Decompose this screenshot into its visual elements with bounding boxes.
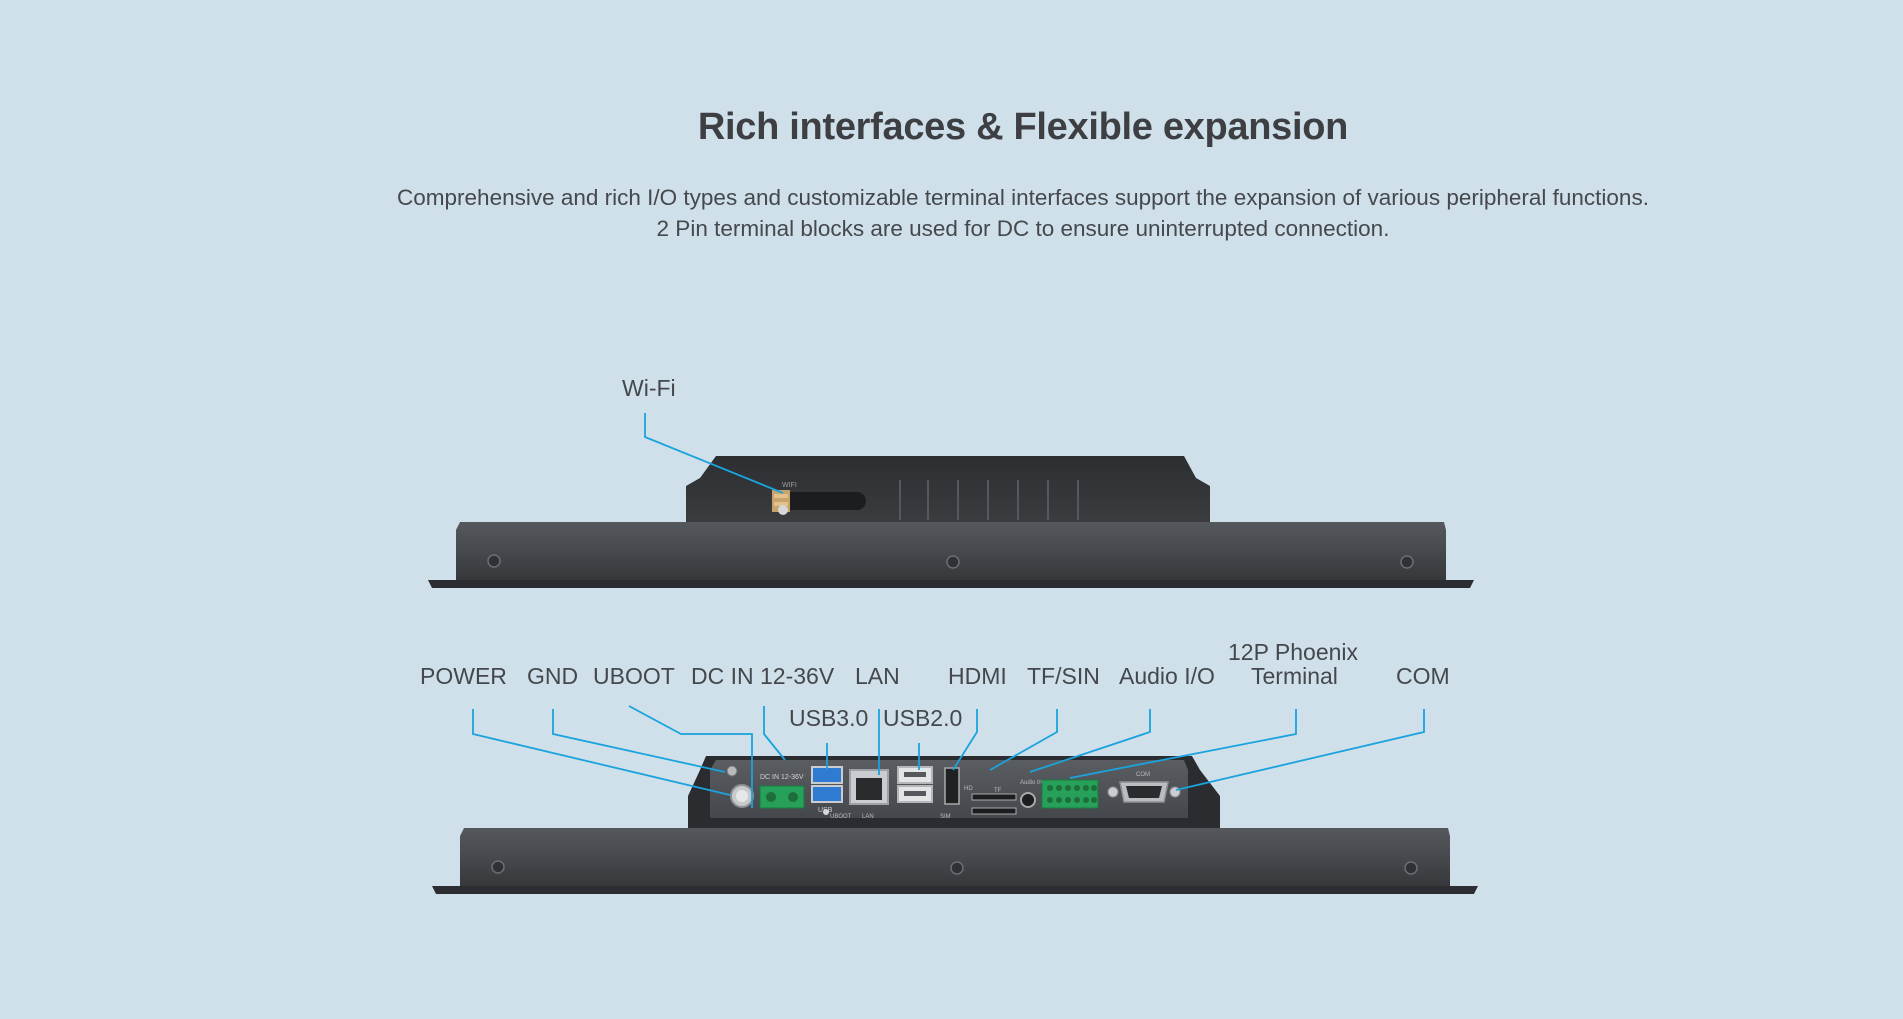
com-screw-left bbox=[1107, 786, 1119, 798]
subtitle-line-2: 2 Pin terminal blocks are used for DC to… bbox=[656, 216, 1390, 241]
wifi-antenna: WIFI bbox=[772, 482, 866, 515]
leader-com bbox=[1175, 709, 1425, 791]
label-uboot: UBOOT bbox=[593, 663, 675, 689]
label-gnd: GND bbox=[527, 663, 578, 689]
label-hdmi: HDMI bbox=[948, 663, 1007, 689]
leader-phoenix bbox=[1069, 709, 1297, 779]
top-rear-housing bbox=[686, 456, 1210, 522]
lan-text: LAN bbox=[862, 814, 874, 820]
top-base-plate bbox=[428, 580, 1474, 588]
page-title: Rich interfaces & Flexible expansion bbox=[697, 106, 1349, 148]
audio-text: Audio I/O bbox=[1020, 780, 1045, 786]
bottom-screw-right bbox=[1404, 861, 1418, 875]
bottom-base-plate bbox=[432, 886, 1478, 894]
label-usb20: USB2.0 bbox=[883, 705, 962, 731]
device-bottom-view: DC IN 12-36V USB UBOOT LAN SIM HD TF Aud… bbox=[432, 756, 1478, 894]
device-top-view: WIFI bbox=[428, 456, 1474, 588]
label-phoenix-line2: Terminal bbox=[1251, 663, 1338, 689]
uboot-text: UBOOT bbox=[830, 814, 852, 820]
audio-jack bbox=[1020, 792, 1036, 808]
leader-gnd bbox=[552, 709, 726, 773]
label-lan: LAN bbox=[855, 663, 900, 689]
leader-hdmi bbox=[952, 709, 978, 771]
com-text: COM bbox=[1136, 772, 1150, 778]
tf-slot bbox=[971, 793, 1017, 801]
phoenix-pins bbox=[1047, 785, 1097, 803]
leader-uboot bbox=[628, 705, 753, 808]
uboot-button bbox=[823, 809, 829, 815]
bottom-front-bezel bbox=[460, 828, 1450, 886]
sim-text: SIM bbox=[940, 814, 951, 820]
wifi-port-text: WIFI bbox=[782, 482, 797, 489]
hd-text: HD bbox=[964, 786, 973, 792]
dc-port-text: DC IN 12-36V bbox=[760, 774, 804, 781]
top-screw-center bbox=[946, 555, 960, 569]
label-audio-io: Audio I/O bbox=[1119, 663, 1215, 689]
leader-audio-io bbox=[1029, 709, 1151, 773]
top-front-bezel bbox=[456, 522, 1446, 580]
label-power: POWER bbox=[420, 663, 507, 689]
sim-slot bbox=[971, 807, 1017, 815]
subtitle-line-1: Comprehensive and rich I/O types and cus… bbox=[397, 185, 1649, 210]
leader-lines bbox=[472, 705, 1425, 808]
tf-text: TF bbox=[994, 788, 1002, 794]
label-com: COM bbox=[1396, 663, 1450, 689]
hdmi-port bbox=[944, 767, 960, 805]
bottom-screw-left bbox=[491, 860, 505, 874]
phoenix-terminal bbox=[1041, 779, 1099, 809]
leader-dc-in bbox=[763, 706, 786, 761]
dc-terminal bbox=[759, 785, 805, 809]
leader-wifi bbox=[644, 413, 784, 494]
label-dc-in: DC IN 12-36V bbox=[691, 663, 835, 689]
label-phoenix-line1: 12P Phoenix bbox=[1228, 639, 1359, 665]
leader-power bbox=[472, 709, 731, 796]
gnd-screw bbox=[726, 765, 738, 777]
leader-tf-sin bbox=[989, 709, 1058, 771]
top-screw-right bbox=[1400, 555, 1414, 569]
port-labels: POWER GND UBOOT DC IN 12-36V LAN HDMI TF… bbox=[420, 639, 1450, 731]
label-wifi: Wi-Fi bbox=[622, 375, 676, 401]
top-screw-left bbox=[487, 554, 501, 568]
bottom-screw-center bbox=[950, 861, 964, 875]
top-rear-ridges bbox=[899, 480, 1079, 520]
label-tf-sin: TF/SIN bbox=[1027, 663, 1100, 689]
usb30-port-bottom bbox=[811, 785, 843, 803]
label-usb30: USB3.0 bbox=[789, 705, 868, 731]
